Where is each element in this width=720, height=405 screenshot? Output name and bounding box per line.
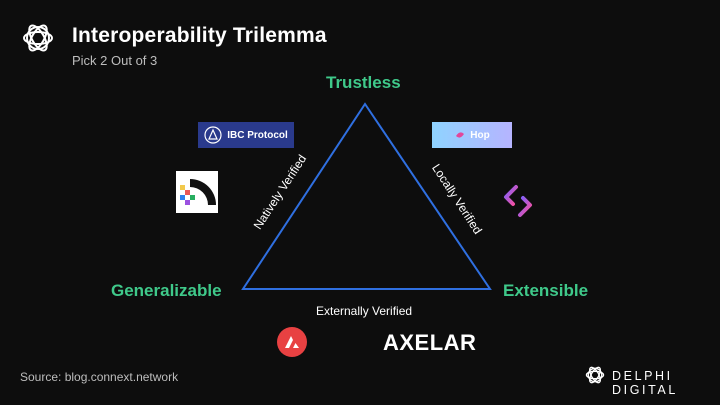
- vertex-trustless: Trustless: [326, 73, 401, 92]
- ibc-icon: [204, 126, 222, 144]
- hop-icon: [456, 132, 465, 138]
- delphi-footer-icon: [585, 366, 605, 384]
- hop-logo: Hop: [432, 122, 512, 148]
- source-note: Source: blog.connext.network: [20, 370, 179, 384]
- delphi-logo-icon: [23, 24, 53, 52]
- avalanche-logo-icon: [277, 327, 307, 357]
- vertex-generalizable: Generalizable: [111, 281, 222, 300]
- ibc-protocol-logo: IBC Protocol: [198, 122, 294, 148]
- connext-logo-icon: [504, 185, 532, 217]
- ibc-label: IBC Protocol: [227, 129, 288, 141]
- nomad-logo: [176, 171, 218, 213]
- brand-wordmark: DELPHI DIGITAL: [612, 369, 678, 397]
- edge-externally-verified: Externally Verified: [316, 304, 413, 318]
- page-subtitle: Pick 2 Out of 3: [72, 53, 158, 68]
- axelar-logo: AXELAR: [383, 330, 477, 355]
- nomad-icon: [180, 179, 216, 205]
- triangle-outline: [241, 102, 492, 290]
- page-title: Interoperability Trilemma: [72, 24, 327, 47]
- vertex-extensible: Extensible: [503, 281, 589, 300]
- hop-label: Hop: [470, 129, 490, 141]
